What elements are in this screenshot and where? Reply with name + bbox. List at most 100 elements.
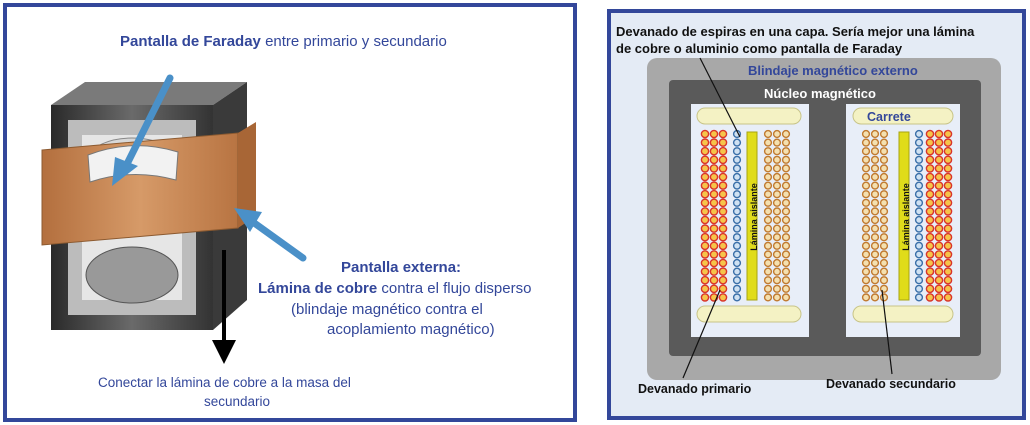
winding-turn xyxy=(914,224,924,233)
winding-turn xyxy=(763,215,773,225)
winding-turn xyxy=(861,155,871,164)
winding-turn xyxy=(925,284,935,294)
winding-turn xyxy=(709,181,719,190)
winding-turn xyxy=(861,207,871,216)
winding-turn xyxy=(861,233,871,242)
winding-turn xyxy=(700,224,710,233)
winding-turn xyxy=(861,172,871,182)
winding-turn xyxy=(934,224,944,233)
winding-turn xyxy=(925,129,935,139)
winding-turn xyxy=(870,258,880,268)
winding-turn xyxy=(772,267,782,276)
winding-turn xyxy=(709,129,719,139)
winding-turn xyxy=(709,275,719,285)
winding-turn xyxy=(861,181,871,190)
winding-turn xyxy=(772,155,782,164)
winding-turn xyxy=(718,172,728,182)
winding-turn xyxy=(763,198,773,207)
winding-turn xyxy=(718,138,728,147)
winding-turn xyxy=(879,293,889,302)
winding-turn xyxy=(870,129,880,139)
winding-turn xyxy=(781,190,791,199)
winding-turn xyxy=(943,215,953,225)
winding-turn xyxy=(934,293,944,302)
winding-turn xyxy=(763,224,773,233)
winding-turn xyxy=(772,172,782,182)
winding-turn xyxy=(732,164,742,173)
winding-turn xyxy=(934,129,944,139)
winding-turn xyxy=(925,267,935,276)
winding-turn xyxy=(861,250,871,259)
winding-turn xyxy=(700,293,710,302)
winding-turn xyxy=(781,155,791,164)
winding-turn xyxy=(700,198,710,208)
winding-turn xyxy=(861,164,871,173)
winding-turn xyxy=(781,233,791,242)
copper-foil-band xyxy=(41,122,256,246)
winding-turn xyxy=(879,147,889,156)
winding-turn xyxy=(732,224,742,233)
winding-turn xyxy=(943,172,953,182)
secondary-leader-line xyxy=(881,289,893,375)
winding-turn xyxy=(772,190,782,199)
winding-turn xyxy=(934,232,944,242)
winding-turn xyxy=(925,232,935,242)
winding-turn xyxy=(861,284,871,293)
winding-turn xyxy=(781,172,791,182)
winding-turn xyxy=(781,138,791,147)
winding-turn xyxy=(772,293,782,302)
winding-turn xyxy=(925,189,935,199)
winding-turn xyxy=(861,138,871,147)
winding-turn xyxy=(781,215,791,225)
winding-turn xyxy=(879,276,889,285)
winding-turn xyxy=(732,155,742,164)
winding-turn xyxy=(772,250,782,259)
winding-turn xyxy=(943,293,953,302)
winding-turn xyxy=(763,250,773,259)
winding-turn xyxy=(943,164,953,173)
winding-turn xyxy=(718,146,728,156)
winding-turn xyxy=(700,258,710,268)
winding-turn xyxy=(709,224,719,233)
winding-turn xyxy=(925,250,935,259)
winding-turn xyxy=(943,146,953,156)
winding-turn xyxy=(914,267,924,276)
insulation-label-right: Lámina aislante xyxy=(901,183,911,251)
winding-turn xyxy=(732,258,742,268)
winding-turn xyxy=(925,224,935,233)
faraday-arrow xyxy=(112,74,174,186)
winding-turn xyxy=(763,258,773,268)
winding-turn xyxy=(709,284,719,294)
winding-turn xyxy=(700,215,710,225)
core-label: Núcleo magnético xyxy=(764,86,876,101)
winding-turn xyxy=(925,181,935,190)
winding-turn xyxy=(763,207,773,216)
winding-turn xyxy=(781,293,791,302)
winding-turn xyxy=(914,190,924,199)
winding-turn xyxy=(718,198,728,208)
winding-turn xyxy=(914,258,924,268)
winding-turn xyxy=(700,241,710,251)
winding-turn xyxy=(934,207,944,216)
winding-turn xyxy=(763,190,773,199)
winding-turn xyxy=(870,190,880,199)
winding-turn xyxy=(914,276,924,285)
winding-turn xyxy=(718,215,728,225)
winding-turn xyxy=(914,284,924,293)
external-screen-line2: (blindaje magnético contra el xyxy=(291,301,483,318)
winding-turn xyxy=(763,138,773,147)
winding-turn xyxy=(914,241,924,250)
winding-turn xyxy=(732,293,742,302)
winding-turn xyxy=(934,172,944,182)
winding-turn xyxy=(700,146,710,156)
ground-connection-arrow xyxy=(212,250,236,364)
winding-turn xyxy=(709,138,719,147)
winding-turn xyxy=(943,138,953,147)
winding-turn xyxy=(700,284,710,294)
secondary-winding-label: Devanado secundario xyxy=(826,377,956,391)
winding-turn xyxy=(879,250,889,259)
winding-turn xyxy=(943,241,953,251)
winding-turn xyxy=(709,267,719,276)
winding-turn xyxy=(879,138,889,147)
winding-turn xyxy=(943,224,953,233)
